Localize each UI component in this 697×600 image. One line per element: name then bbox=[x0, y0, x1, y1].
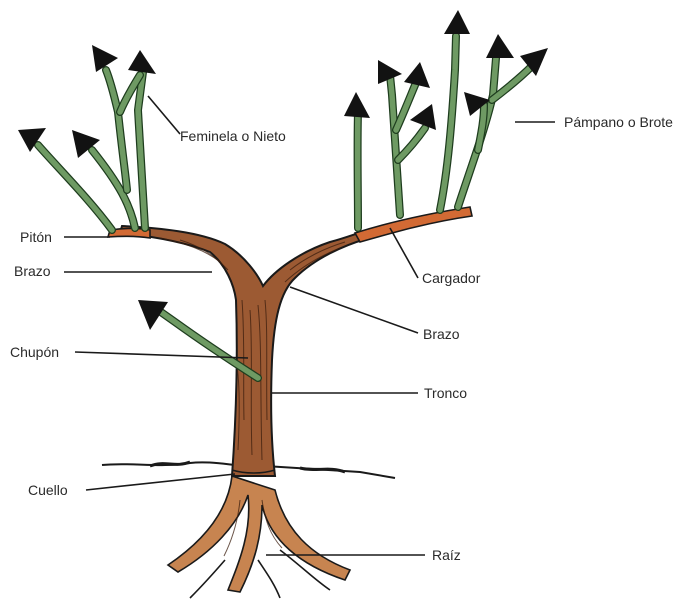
label-brazo-right: Brazo bbox=[423, 326, 460, 342]
label-piton: Pitón bbox=[20, 229, 52, 245]
label-pampano: Pámpano o Brote bbox=[564, 114, 673, 130]
label-chupon: Chupón bbox=[10, 344, 59, 360]
right-shoots bbox=[344, 10, 548, 228]
label-cuello: Cuello bbox=[28, 482, 68, 498]
trunk-and-arms bbox=[120, 226, 366, 476]
label-raiz: Raíz bbox=[432, 547, 461, 563]
left-shoots bbox=[18, 45, 156, 230]
roots bbox=[168, 476, 350, 598]
label-brazo-left: Brazo bbox=[14, 263, 51, 279]
label-feminela: Feminela o Nieto bbox=[180, 128, 286, 144]
cargador-cane bbox=[355, 207, 472, 242]
label-tronco: Tronco bbox=[424, 385, 467, 401]
label-cargador: Cargador bbox=[422, 270, 480, 286]
